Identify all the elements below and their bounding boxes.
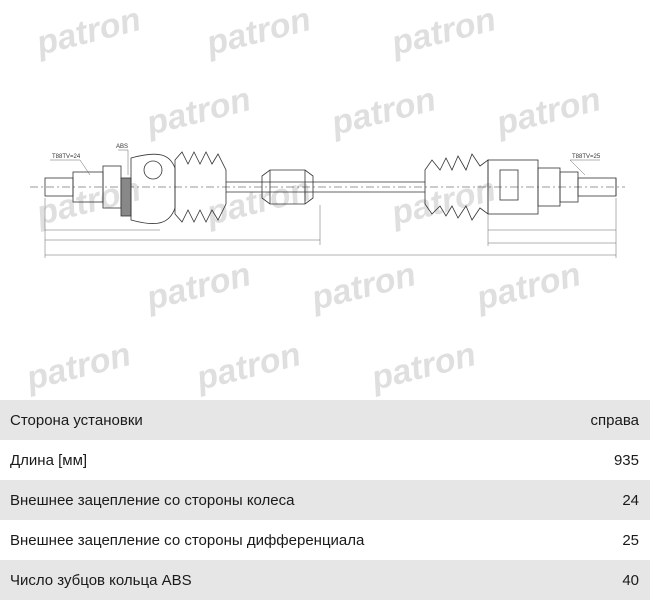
outer-boot <box>174 151 227 223</box>
watermark-logo: patron <box>202 0 315 63</box>
abs-ring <box>120 177 132 217</box>
spec-value: справа <box>590 411 639 429</box>
watermark-logo: patron <box>492 80 605 143</box>
leader-line <box>79 159 91 176</box>
spec-label: Внешнее зацепление со стороны колеса <box>10 491 295 509</box>
spec-label: Сторона установки <box>10 411 143 429</box>
left-spline-label: T88TV=24 <box>52 154 81 160</box>
watermark-logo: patron <box>32 0 145 63</box>
technical-drawing: patron patron patron patron patron patro… <box>21 0 625 399</box>
watermark-layer: patron patron patron patron patron patro… <box>22 0 605 398</box>
watermark-logo: patron <box>387 0 500 63</box>
watermark-logo: patron <box>202 170 315 233</box>
spec-row: Внешнее зацепление со стороны колеса 24 <box>0 480 650 520</box>
spec-row: Число зубцов кольца ABS 40 <box>0 560 650 600</box>
outer-joint-center <box>143 160 163 180</box>
spec-row: Сторона установки справа <box>0 400 650 440</box>
watermark-logo: patron <box>22 335 135 398</box>
spec-label: Внешнее зацепление со стороны дифференци… <box>10 531 365 549</box>
spec-row: Внешнее зацепление со стороны дифференци… <box>0 520 650 560</box>
watermark-logo: patron <box>142 80 255 143</box>
drive-shaft-drawing: patron patron patron patron patron patro… <box>22 0 625 398</box>
watermark-logo: patron <box>307 255 420 318</box>
spec-value: 25 <box>622 531 639 549</box>
spec-label: Число зубцов кольца ABS <box>10 571 192 589</box>
watermark-logo: patron <box>192 335 305 398</box>
spec-label: Длина [мм] <box>10 451 88 469</box>
watermark-logo: patron <box>327 80 440 143</box>
spec-value: 24 <box>622 491 639 509</box>
watermark-logo: patron <box>472 255 585 318</box>
dimension-lines <box>44 149 617 258</box>
leader-line <box>569 159 586 176</box>
watermark-logo: patron <box>142 255 255 318</box>
drawing-labels: T88TV=24 T88TV=25 ABS <box>52 144 601 160</box>
watermark-logo: patron <box>367 335 480 398</box>
shaft-damper <box>261 169 314 205</box>
right-spline-label: T88TV=25 <box>572 154 601 160</box>
spec-row: Длина [мм] 935 <box>0 440 650 480</box>
spec-value: 40 <box>622 571 639 589</box>
inner-joint-bearing <box>499 169 519 201</box>
specs-table: Сторона установки справа Длина [мм] 935 … <box>0 400 650 600</box>
spec-value: 935 <box>613 451 639 469</box>
watermark-logo: patron <box>387 170 500 233</box>
abs-label: ABS <box>116 144 128 150</box>
shaft-assembly <box>30 151 625 224</box>
